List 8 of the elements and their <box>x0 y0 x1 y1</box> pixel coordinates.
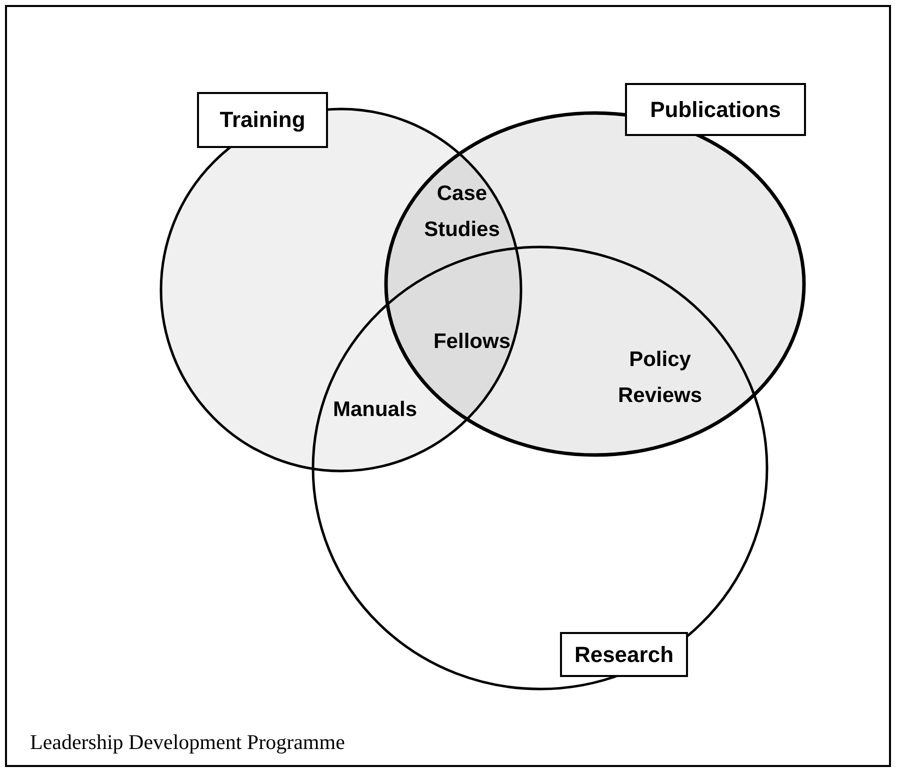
region-label: Policy Reviews <box>616 347 704 409</box>
caption: Leadership Development Programme <box>30 730 345 755</box>
label-box: Training <box>197 92 328 148</box>
region-label: Case Studies <box>423 181 501 243</box>
venn-circle <box>312 246 768 690</box>
region-label: Fellows <box>432 329 512 355</box>
region-label: Manuals <box>332 397 418 423</box>
label-box: Publications <box>625 83 806 136</box>
